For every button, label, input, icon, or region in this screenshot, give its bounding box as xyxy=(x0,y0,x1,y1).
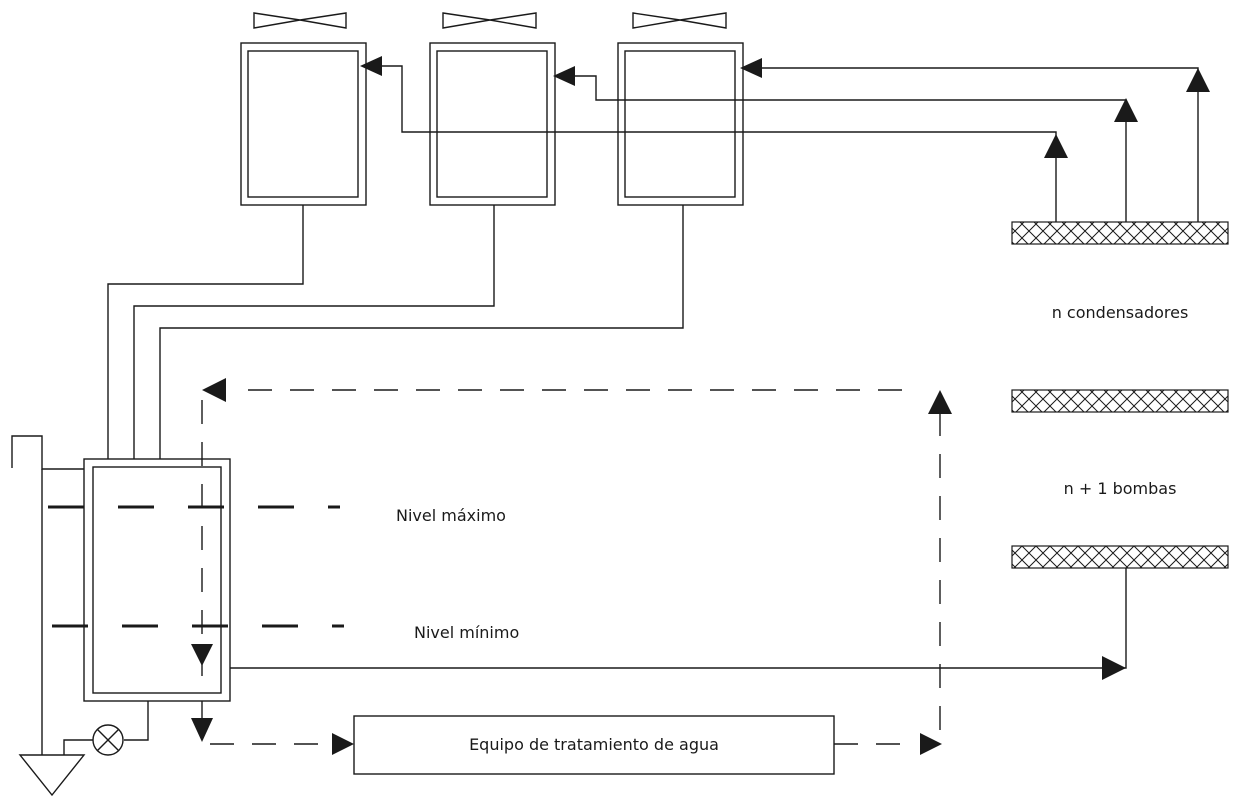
middle-header xyxy=(1011,389,1229,413)
pump-suction-line xyxy=(230,568,1127,680)
level-min-label: Nivel mínimo xyxy=(414,623,519,642)
return-line-3 xyxy=(159,205,684,652)
condenser-unit-3 xyxy=(617,12,744,206)
drain-funnel-icon xyxy=(18,754,86,796)
condensers-label: n condensadores xyxy=(1052,303,1189,322)
treatment-loop xyxy=(191,378,952,755)
supply-line-1 xyxy=(360,56,1068,222)
condenser-unit-1 xyxy=(240,12,367,206)
drain-valve-icon xyxy=(92,724,124,756)
pump-header xyxy=(1011,545,1229,569)
treatment-equipment-box xyxy=(353,715,835,775)
drain-outlet xyxy=(124,701,149,741)
condenser-header xyxy=(1011,221,1229,245)
condenser-unit-2 xyxy=(429,12,556,206)
overflow-pipe xyxy=(11,435,84,470)
water-tank xyxy=(83,458,231,702)
fan-icon xyxy=(253,12,347,29)
fan-icon xyxy=(442,12,537,29)
fan-icon xyxy=(632,12,727,29)
level-max-label: Nivel máximo xyxy=(396,506,506,525)
pumps-label: n + 1 bombas xyxy=(1064,479,1177,498)
supply-line-2 xyxy=(553,66,1138,222)
drain-link xyxy=(63,739,93,755)
treatment-label: Equipo de tratamiento de agua xyxy=(469,735,719,754)
supply-line-3 xyxy=(740,58,1210,222)
